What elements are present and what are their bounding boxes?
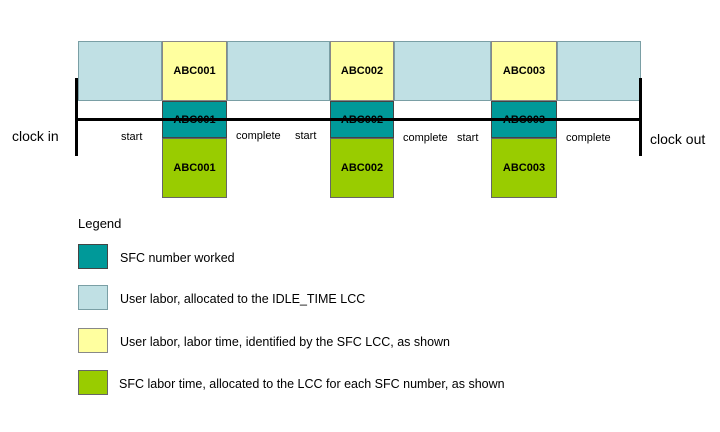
user-labor-sfc-1-label: ABC001	[173, 65, 216, 77]
user-labor-sfc-1: ABC001	[162, 41, 227, 101]
idle-segment-2	[227, 41, 330, 101]
user-labor-sfc-2-label: ABC002	[340, 65, 384, 77]
clock-out-tick	[639, 78, 642, 156]
start-label-2: start	[295, 130, 317, 142]
legend-text-user-labor: User labor, labor time, identified by th…	[120, 335, 451, 349]
sfc-labor-1: ABC001	[162, 138, 227, 198]
complete-label-3: complete	[566, 132, 611, 144]
clock-in-tick	[75, 78, 78, 156]
sfc-labor-3: ABC003	[491, 138, 557, 198]
user-labor-sfc-2: ABC002	[330, 41, 394, 101]
clock-in-label: clock in	[12, 128, 59, 144]
start-label-3: start	[457, 132, 479, 144]
legend-swatch-sfc-labor	[78, 370, 108, 395]
legend-swatch-user-labor	[78, 328, 108, 353]
sfc-labor-2: ABC002	[330, 138, 394, 198]
sfc-labor-3-label: ABC003	[502, 162, 546, 174]
timeline-line	[77, 118, 642, 121]
sfc-labor-1-label: ABC001	[173, 162, 216, 174]
start-label-1: start	[121, 131, 143, 143]
sfc-labor-2-label: ABC002	[340, 162, 384, 174]
legend-text-idle-time: User labor, allocated to the IDLE_TIME L…	[120, 292, 366, 306]
clock-out-label: clock out	[650, 131, 706, 147]
idle-segment-4	[557, 41, 641, 101]
legend-text-sfc-worked: SFC number worked	[120, 251, 235, 265]
user-labor-sfc-3: ABC003	[491, 41, 557, 101]
complete-label-1: complete	[236, 130, 281, 142]
idle-segment-1	[78, 41, 162, 101]
legend-swatch-sfc-worked	[78, 244, 108, 269]
idle-segment-3	[394, 41, 491, 101]
complete-label-2: complete	[403, 132, 448, 144]
user-labor-sfc-3-label: ABC003	[502, 65, 546, 77]
legend-swatch-idle-time	[78, 285, 108, 310]
legend-title: Legend	[78, 216, 122, 231]
legend-text-sfc-labor: SFC labor time, allocated to the LCC for…	[119, 377, 505, 391]
